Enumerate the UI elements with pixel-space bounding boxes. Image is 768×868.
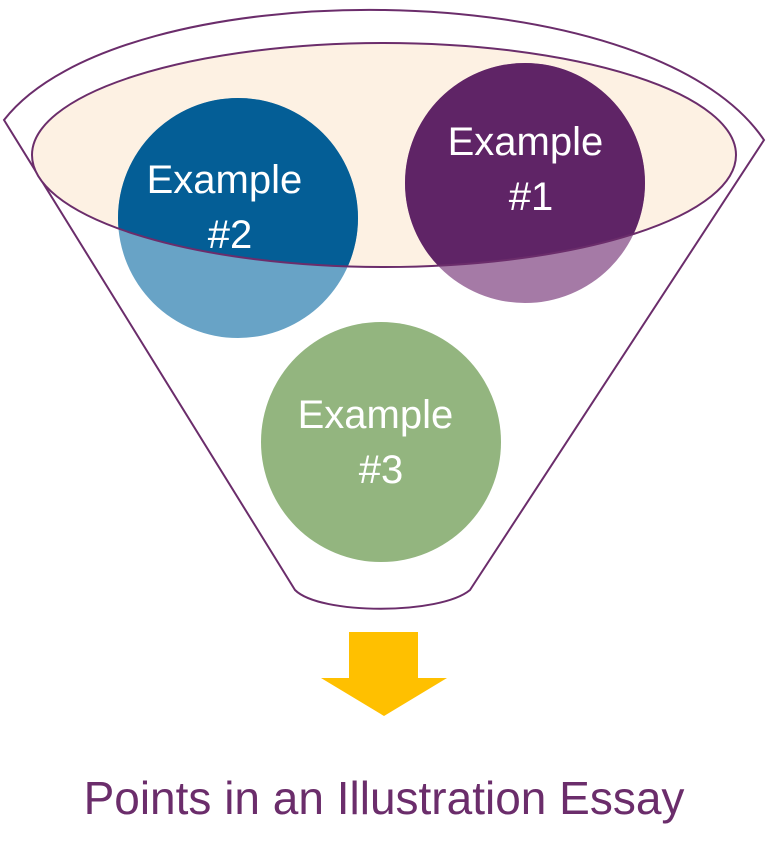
example-1-bubble — [405, 63, 645, 267]
example-1-label: Example #1 — [448, 120, 615, 219]
funnel-rim-outline — [31, 42, 737, 268]
example-3-bubble — [261, 322, 501, 562]
example-3-label: Example #3 — [298, 393, 465, 492]
example-2-label: Example #2 — [147, 158, 314, 257]
down-arrow-icon — [321, 632, 447, 716]
example-2-bubble — [118, 98, 358, 267]
diagram-caption: Points in an Illustration Essay — [83, 772, 685, 824]
